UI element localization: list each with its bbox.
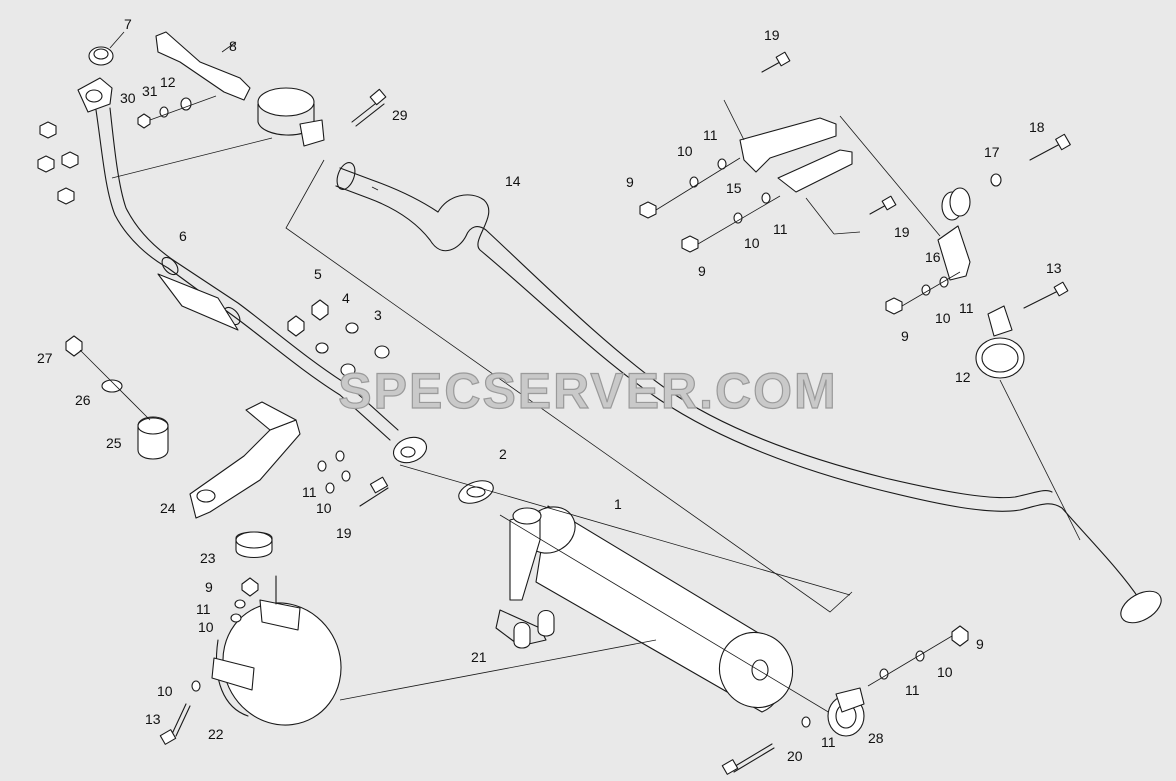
callout-13: 13 [1046,260,1062,276]
callout-11: 11 [302,484,317,500]
callout-8: 8 [229,38,237,54]
isolator-part-16-17 [937,173,1002,281]
callout-18: 18 [1029,119,1045,135]
callout-9: 9 [626,174,634,190]
callout-11: 11 [703,127,718,143]
band-clamp-part-22 [211,575,657,726]
callout-12: 12 [955,369,971,385]
callout-14: 14 [505,173,521,189]
callout-1: 1 [614,496,622,512]
callout-10: 10 [937,664,953,680]
bracket-part-21 [513,609,555,649]
callout-17: 17 [984,144,1000,160]
callout-24: 24 [160,500,176,516]
callout-19: 19 [894,224,910,240]
callout-20: 20 [787,748,803,764]
bracket-hardware-19-10-11 [317,450,389,507]
washers-30-31-12 [137,95,217,129]
callout-3: 3 [374,307,382,323]
callout-29: 29 [392,107,408,123]
bracket-part-8 [155,31,251,101]
callout-11: 11 [905,682,920,698]
gasket-part-7 [88,31,125,66]
callout-28: 28 [868,730,884,746]
callout-10: 10 [744,235,760,251]
callout-10: 10 [935,310,951,326]
watermark-text: SPECSERVER.COM [338,363,837,419]
isolator-stack-23-27 [65,335,273,559]
bolt-part-29 [351,88,387,127]
bolt-part-18 [1029,133,1071,161]
callout-22: 22 [208,726,224,742]
clamp-part-12-right [975,281,1081,541]
nuts-washers-right-top [639,157,961,315]
callout-10: 10 [677,143,693,159]
callout-10: 10 [157,683,173,699]
callout-7: 7 [124,16,132,32]
clamp-hardware-9-10-11 [801,625,969,728]
bracket-part-24 [189,401,301,519]
bolt-part-20 [721,743,775,775]
callout-31: 31 [142,83,158,99]
callout-9: 9 [976,636,984,652]
callout-9: 9 [698,263,706,279]
callout-11: 11 [821,734,836,750]
callout-10: 10 [198,619,214,635]
callout-26: 26 [75,392,91,408]
callout-4: 4 [342,290,350,306]
clamp-part-28 [827,687,865,737]
callout-25: 25 [106,435,122,451]
callout-9: 9 [205,579,213,595]
callout-5: 5 [314,266,322,282]
callout-27: 27 [37,350,53,366]
callout-13: 13 [145,711,161,727]
bolt-part-19-mid [869,195,897,215]
callout-11: 11 [959,300,974,316]
callout-2: 2 [499,446,507,462]
callout-21: 21 [471,649,487,665]
callout-16: 16 [925,249,941,265]
callout-15: 15 [726,180,742,196]
front-pipe-part-6 [77,77,428,464]
flange-hardware-3-4-5 [287,299,390,377]
tail-pipe-part-14 [285,159,1162,624]
bolt-part-19-top [761,51,791,73]
callout-19: 19 [764,27,780,43]
callout-6: 6 [179,228,187,244]
callout-11: 11 [196,601,211,617]
muffler-part-1 [399,464,851,726]
callout-30: 30 [120,90,136,106]
callout-12: 12 [160,74,176,90]
callout-10: 10 [316,500,332,516]
bracket-part-15 [723,99,941,237]
callout-9: 9 [901,328,909,344]
band-clamp-hardware [159,577,259,745]
callout-19: 19 [336,525,352,541]
gasket-part-2 [458,480,494,504]
callout-11: 11 [773,221,788,237]
callout-23: 23 [200,550,216,566]
callout-labels: 1 2 3 4 5 6 7 8 9 9 9 9 9 10 10 10 10 10… [37,16,1062,764]
flange-nuts [37,121,79,205]
clamp-part-12-top [257,87,325,147]
